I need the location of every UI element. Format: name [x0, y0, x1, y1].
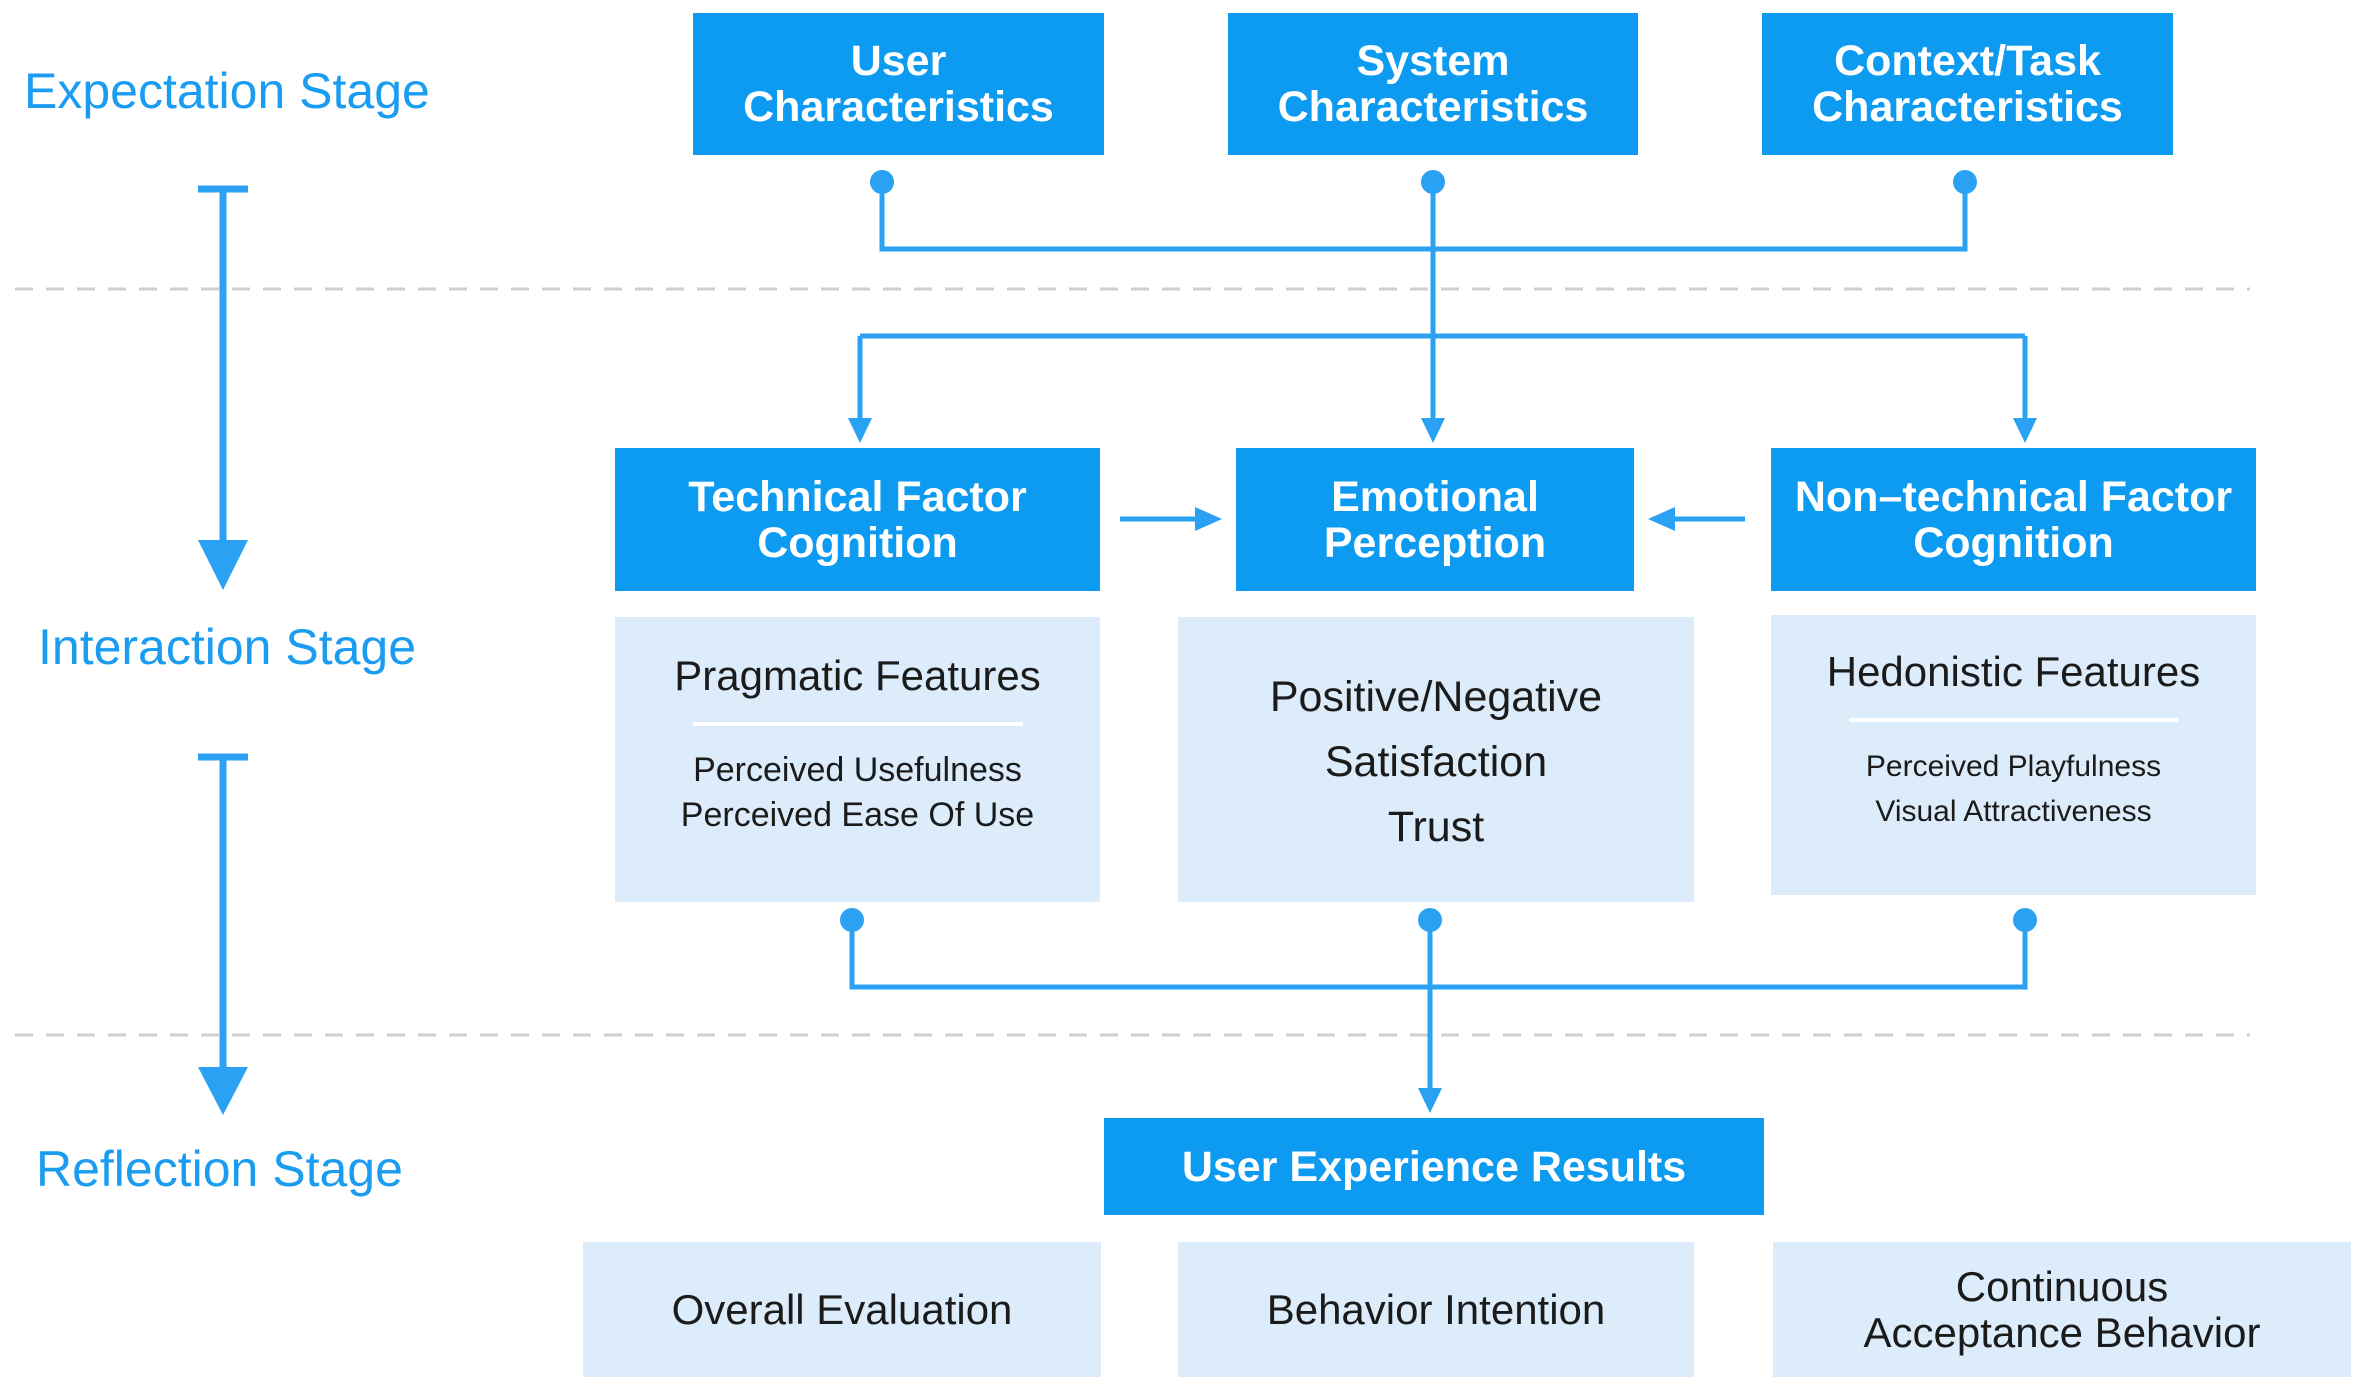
emotional-perception-box: Emotional Perception [1236, 448, 1634, 591]
panel-item: Perceived Usefulness [693, 751, 1022, 789]
box-line: Emotional [1331, 472, 1539, 521]
hedonistic-features-panel: Hedonistic Features Perceived Playfulnes… [1771, 615, 2256, 895]
arrowhead [848, 418, 872, 443]
stage-arrow-1 [198, 185, 248, 590]
connector-characteristics [857, 182, 2028, 428]
box-line: Cognition [1913, 518, 2114, 567]
overall-evaluation-box: Overall Evaluation [583, 1242, 1101, 1377]
panel-item: Trust [1387, 803, 1485, 851]
user-experience-results-box: User Experience Results [1104, 1118, 1764, 1215]
box-line: Characteristics [743, 83, 1054, 131]
stage-label-interaction: Interaction Stage [38, 619, 417, 675]
user-characteristics-box: User Characteristics [693, 13, 1104, 155]
panel-divider [1848, 718, 2179, 722]
box-line: Overall Evaluation [671, 1285, 1013, 1333]
box-line: Characteristics [1277, 83, 1589, 131]
pragmatic-features-panel: Pragmatic Features Perceived Usefulness … [615, 617, 1100, 902]
box-line: User [850, 37, 947, 85]
system-characteristics-box: System Characteristics [1228, 13, 1638, 155]
stage-label-expectation: Expectation Stage [24, 63, 430, 119]
box-line: Perception [1323, 518, 1547, 567]
context-task-characteristics-box: Context/Task Characteristics [1762, 13, 2173, 155]
arrowhead [1195, 507, 1222, 531]
box-line: Context/Task [1834, 37, 2101, 85]
box-line: Continuous [1955, 1262, 2169, 1310]
panel-item: Positive/Negative [1269, 673, 1603, 721]
arrowhead [1648, 507, 1675, 531]
emotion-panel: Positive/Negative Satisfaction Trust [1178, 617, 1694, 902]
box-line: Technical Factor [688, 472, 1027, 521]
connector-results [849, 920, 2028, 1100]
behavior-intention-box: Behavior Intention [1178, 1242, 1694, 1377]
panel-item: Perceived Ease Of Use [680, 796, 1035, 834]
arrowhead [1421, 418, 1445, 443]
box-line: Characteristics [1812, 83, 2123, 131]
box-line: Non–technical Factor [1794, 472, 2233, 521]
connector-dot [1421, 170, 1445, 194]
connector-dot [840, 908, 864, 932]
arrowhead [2013, 418, 2037, 443]
arrowhead [1418, 1088, 1442, 1113]
box-line: User Experience Results [1181, 1142, 1687, 1191]
connector-dot [870, 170, 894, 194]
stage-label-reflection: Reflection Stage [36, 1141, 403, 1197]
box-line: Cognition [757, 518, 958, 567]
box-line: System [1356, 37, 1510, 85]
panel-item: Satisfaction [1324, 738, 1548, 786]
connector-dot [1418, 908, 1442, 932]
panel-item: Visual Attractiveness [1875, 795, 2152, 828]
panel-title: Hedonistic Features [1826, 648, 2201, 695]
non-technical-factor-cognition-box: Non–technical Factor Cognition [1771, 448, 2256, 591]
box-line: Acceptance Behavior [1863, 1308, 2261, 1356]
stage-arrow-2 [198, 753, 248, 1115]
panel-item: Perceived Playfulness [1865, 750, 2162, 783]
connector-dot [2013, 908, 2037, 932]
panel-divider [692, 722, 1023, 726]
panel-title: Pragmatic Features [674, 652, 1041, 699]
connector-dot [1953, 170, 1977, 194]
continuous-acceptance-behavior-box: Continuous Acceptance Behavior [1773, 1242, 2351, 1377]
technical-factor-cognition-box: Technical Factor Cognition [615, 448, 1100, 591]
box-line: Behavior Intention [1266, 1285, 1606, 1333]
